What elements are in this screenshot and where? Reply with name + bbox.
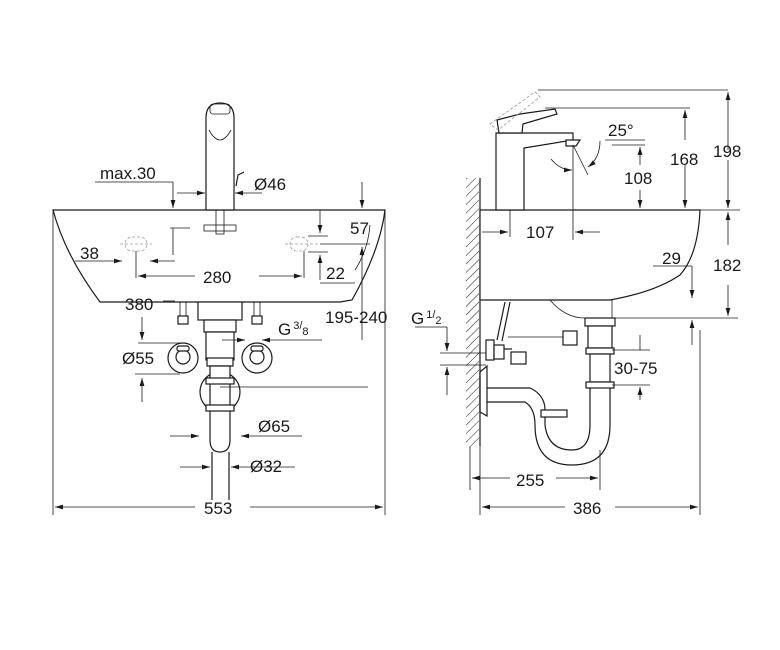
dim-max-30: max.30 — [100, 164, 156, 183]
dim-hole-diameter: 22 — [326, 264, 345, 283]
dim-adjust-range: 30-75 — [614, 359, 657, 378]
dim-lever-angle: 25° — [608, 121, 634, 140]
dim-pipe-diameter: Ø32 — [250, 457, 282, 476]
faucet-side — [489, 89, 728, 211]
dim-basin-thickness: 29 — [662, 249, 681, 268]
dim-trap-height: 195-240 — [325, 308, 387, 327]
dim-faucet-height: 168 — [670, 150, 698, 169]
basin-side — [479, 209, 701, 301]
dim-faucet-diameter: Ø46 — [254, 175, 286, 194]
side-dimensions — [415, 92, 740, 515]
dim-total-width: 553 — [204, 499, 232, 518]
trap-side — [479, 301, 616, 466]
dim-trap-diameter: Ø65 — [258, 417, 290, 436]
dim-hole-depth: 57 — [350, 219, 369, 238]
dim-hole-offset: 38 — [80, 244, 99, 263]
wall-hatch — [466, 178, 479, 446]
dim-outlet-offset: 380 — [125, 295, 153, 314]
dim-lever-up-height: 198 — [713, 142, 741, 161]
dim-basin-height: 182 — [713, 256, 741, 275]
tap-holes — [120, 236, 320, 252]
trap-front — [197, 301, 243, 500]
dim-hole-spacing: 280 — [203, 268, 231, 287]
side-view: 25° 168 198 108 107 29 182 G1/2 30-75 25… — [411, 89, 741, 518]
dim-total-depth: 386 — [573, 499, 601, 518]
dim-spout-height: 108 — [624, 169, 652, 188]
dim-trap-depth: 255 — [516, 471, 544, 490]
faucet-front — [203, 102, 245, 235]
basin-outline — [52, 209, 386, 303]
supply-connections — [167, 301, 273, 374]
front-dimensions — [52, 181, 386, 515]
dim-spout-reach: 107 — [526, 223, 554, 242]
front-view: max.30 Ø46 57 38 280 22 380 195-240 G3/8… — [52, 102, 387, 518]
dim-rosette-diameter: Ø55 — [122, 349, 154, 368]
